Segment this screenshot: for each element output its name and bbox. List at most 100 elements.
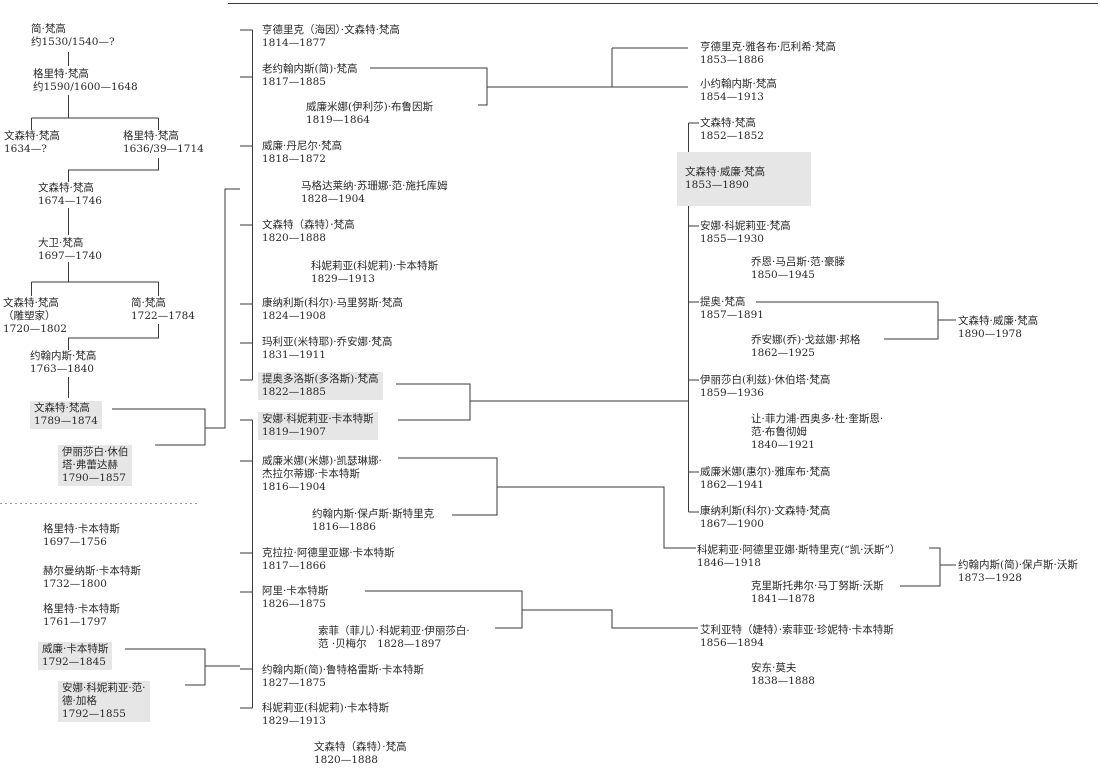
person-name: 约翰内斯(简)·保卢斯·沃斯 bbox=[958, 559, 1078, 571]
person-name: 简·梵高 bbox=[131, 297, 166, 309]
person-dates: 1862—1941 bbox=[700, 479, 764, 491]
right-willemina-wil: 威廉米娜(惠尔)·雅库布·梵高 1862—1941 bbox=[700, 466, 830, 492]
mid-johannes-sr: 老约翰内斯(简)·梵高 1817—1885 bbox=[262, 63, 358, 89]
person-dates: 1827—1875 bbox=[262, 677, 326, 689]
right-johannes-jr: 小约翰内斯·梵高 1854—1913 bbox=[700, 78, 777, 104]
mid-clara: 克拉拉·阿德里亚娜·卡本特斯 1817—1866 bbox=[262, 547, 395, 573]
person-name: 亨德里克·雅各布·厄利希·梵高 bbox=[700, 41, 837, 53]
person-dates: 1816—1886 bbox=[312, 521, 376, 533]
person-name: 马格达莱纳·苏珊娜·范·施托库姆 bbox=[301, 180, 448, 192]
person-dates: 1792—1855 bbox=[62, 708, 126, 720]
person-name: 克里斯托弗尔·马丁努斯·沃斯 bbox=[751, 580, 884, 592]
vangogh-sibling-ticks bbox=[240, 29, 253, 381]
person-name: 乔恩·马吕斯·范·豪滕 bbox=[751, 256, 846, 268]
person-name: 乔安娜(乔)·戈兹娜·邦格 bbox=[751, 334, 861, 346]
person-dates: 1867—1900 bbox=[700, 518, 764, 530]
person-dates: 1790—1857 bbox=[62, 472, 126, 484]
right-anna-cornelia: 安娜·科妮莉亚·梵高 1855—1930 bbox=[700, 220, 791, 246]
conn-gerrit-vincent bbox=[68, 158, 159, 182]
person-name: 伊丽莎白·休伯 bbox=[62, 446, 129, 458]
person-name: 简·梵高 bbox=[31, 23, 66, 35]
conn-jan-johannes bbox=[68, 324, 159, 350]
right-vincent-1852: 文森特·梵高 1852—1852 bbox=[700, 117, 764, 143]
person-dates: 1814—1877 bbox=[262, 37, 326, 49]
person-name: 文森特（森特）·梵高 bbox=[314, 741, 407, 753]
person-dates: 1829—1913 bbox=[262, 715, 326, 727]
person-note: 范·布鲁彻姆 bbox=[751, 426, 807, 438]
mid-vincent-cent-2: 文森特（森特）·梵高 1820—1888 bbox=[314, 741, 407, 767]
person-name: 康纳利斯(科尔)·文森特·梵高 bbox=[700, 505, 831, 517]
person-dates: 1697—1756 bbox=[43, 536, 107, 548]
person-dates: 1826—1875 bbox=[262, 598, 326, 610]
person-dates: 1853—1886 bbox=[700, 54, 764, 66]
person-dates: 1829—1913 bbox=[311, 273, 375, 285]
right-elisabeth-lies: 伊丽莎白(利兹)·休伯塔·梵高 1859—1936 bbox=[700, 374, 830, 400]
person-note: （雕塑家） bbox=[3, 310, 56, 322]
mid-cornelia-1: 科妮莉亚(科妮莉)·卡本特斯 1829—1913 bbox=[311, 260, 438, 286]
person-name: 康纳利斯(科尔)·马里努斯·梵高 bbox=[262, 297, 403, 309]
right-hendrik-jacob: 亨德里克·雅各布·厄利希·梵高 1853—1886 bbox=[700, 41, 836, 67]
person-name: 格里特·卡本特斯 bbox=[43, 603, 120, 615]
person-name: 文森特·梵高 bbox=[4, 130, 60, 142]
right-vincent-willem: 文森特·威廉·梵高 1853—1890 bbox=[677, 152, 811, 206]
conn-couple-carbentus bbox=[125, 648, 206, 686]
person-name: 赫尔曼纳斯·卡本特斯 bbox=[43, 565, 141, 577]
person-dates: 1857—1891 bbox=[700, 309, 764, 321]
right-kee-vos: 科妮莉亚·阿德里亚娜·斯特里克(“凯·沃斯”） 1846—1918 bbox=[697, 544, 900, 570]
ancestor-gerrit-1: 格里特·梵高 约1590/1600—1648 bbox=[33, 68, 138, 94]
person-dates: 1818—1872 bbox=[262, 153, 326, 165]
person-name: 安娜·科妮莉亚·卡本特斯 bbox=[262, 413, 374, 425]
person-dates: 1824—1908 bbox=[262, 310, 326, 322]
person-name: 科妮莉亚(科妮莉)·卡本特斯 bbox=[311, 260, 439, 272]
person-dates: 1853—1890 bbox=[685, 179, 749, 191]
person-dates: 1817—1866 bbox=[262, 560, 326, 572]
ancestor-gerrit-2: 格里特·梵高 1636/39—1714 bbox=[123, 130, 204, 156]
conn-willemina-stricker bbox=[398, 457, 498, 516]
person-dates: 1862—1925 bbox=[751, 347, 815, 359]
person-name: 文森特·梵高 bbox=[700, 117, 756, 129]
person-dates: 1840—1921 bbox=[751, 439, 815, 451]
mid-vincent-cent: 文森特（森特）·梵高 1820—1888 bbox=[262, 219, 355, 245]
person-name: 威廉·卡本特斯 bbox=[42, 643, 109, 655]
person-name: 科妮莉亚(科妮莉)·卡本特斯 bbox=[262, 702, 390, 714]
person-dates: 1789—1874 bbox=[34, 415, 98, 427]
right-jo-bonger: 乔安娜(乔)·戈兹娜·邦格 1862—1925 bbox=[751, 334, 860, 360]
person-dates: 1720—1802 bbox=[3, 323, 67, 335]
person-name: 威廉米娜(米娜)·凯瑟琳娜· bbox=[262, 455, 382, 467]
mid-stricker: 约翰内斯·保卢斯·斯特里克 1816—1886 bbox=[312, 508, 434, 534]
person-name: 文森特（森特）·梵高 bbox=[262, 219, 355, 231]
carbentus-willem: 威廉·卡本特斯 1792—1845 bbox=[38, 642, 113, 670]
carbentus-gerrit-1: 格里特·卡本特斯 1697—1756 bbox=[43, 523, 120, 549]
person-dates: 约1590/1600—1648 bbox=[33, 81, 138, 93]
mid-anna-carbentus: 安娜·科妮莉亚·卡本特斯 1819—1907 bbox=[258, 412, 378, 440]
person-dates: 1636/39—1714 bbox=[123, 143, 204, 155]
person-name: 科妮莉亚·阿德里亚娜·斯特里克(“凯·沃斯”） bbox=[697, 544, 901, 556]
person-name: 格里特·卡本特斯 bbox=[43, 523, 120, 535]
conn-johannes-children bbox=[487, 47, 688, 88]
person-dates: 1890—1978 bbox=[958, 328, 1022, 340]
person-name: 艾利亚特（婕特）·索菲亚·珍妮特·卡本特斯 bbox=[700, 624, 894, 636]
person-name: 约翰内斯·保卢斯·斯特里克 bbox=[312, 508, 435, 520]
person-name: 索菲（菲儿）·科妮莉亚·伊丽莎白· bbox=[318, 625, 470, 637]
person-dates: 1850—1945 bbox=[751, 269, 815, 281]
mid-willem-daniel: 威廉·丹尼尔·梵高 1818—1872 bbox=[262, 140, 342, 166]
ancestor-elisabeth: 伊丽莎白·休伯 塔·弗蕾达赫 1790—1857 bbox=[58, 445, 133, 486]
person-name: 文森特·梵高 bbox=[34, 402, 90, 414]
person-name: 克拉拉·阿德里亚娜·卡本特斯 bbox=[262, 547, 395, 559]
person-name: 文森特·威廉·梵高 bbox=[958, 315, 1039, 327]
farright-vincent-willem: 文森特·威廉·梵高 1890—1978 bbox=[958, 315, 1038, 341]
person-dates: 1634—? bbox=[4, 143, 47, 155]
conn-johannes-willemina bbox=[370, 67, 488, 106]
carbentus-hermanus: 赫尔曼纳斯·卡本特斯 1732—1800 bbox=[43, 565, 141, 591]
conn-couple-children bbox=[205, 188, 240, 429]
person-name: 大卫·梵高 bbox=[38, 237, 84, 249]
right-jet-carbentus: 艾利亚特（婕特）·索菲亚·珍妮特·卡本特斯 1856—1894 bbox=[700, 624, 894, 650]
ancestor-vincent-2: 文森特·梵高 1674—1746 bbox=[38, 182, 102, 208]
conn-stricker-daughter bbox=[497, 486, 696, 549]
mid-maria: 玛利亚(米特耶)·乔安娜·梵高 1831—1911 bbox=[262, 336, 392, 362]
person-name: 安娜·科妮莉亚·范· bbox=[62, 682, 146, 694]
person-name: 安东·莫夫 bbox=[751, 662, 797, 674]
ancestor-david: 大卫·梵高 1697—1740 bbox=[38, 237, 102, 263]
right-jean-philippe: 让·菲力浦·西奥多·杜·奎斯恩· 范·布鲁彻姆 1840—1921 bbox=[751, 413, 883, 452]
